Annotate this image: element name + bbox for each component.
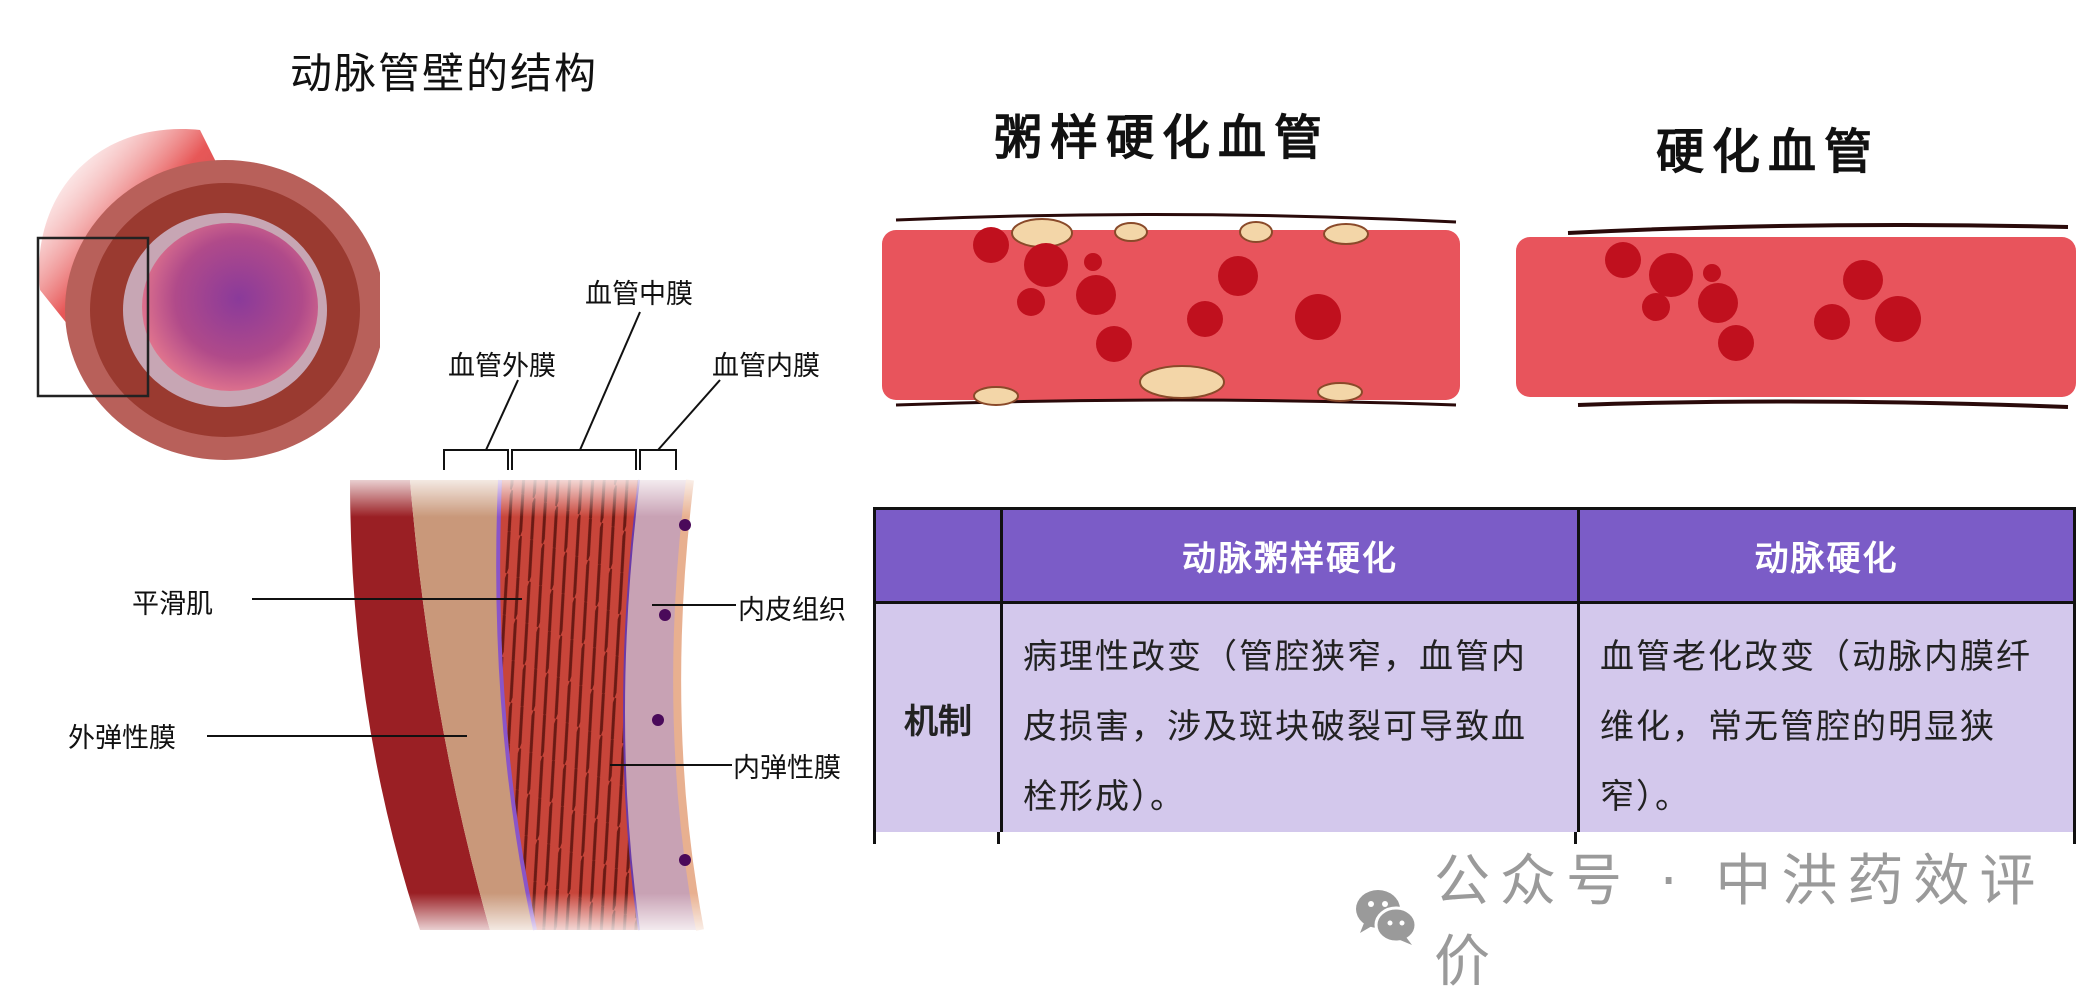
table-header-empty [876,510,1000,601]
anatomy-title: 动脉管壁的结构 [290,49,599,98]
leader-endothelium [652,604,736,606]
leader-external-elastic [207,735,467,737]
table-header-atherosclerosis: 动脉粥样硬化 [1000,510,1577,601]
atherosclerotic-vessel-illustration [876,210,1466,410]
table-border-tail [997,832,1000,844]
label-external-elastic: 外弹性膜 [68,723,176,754]
table-row-label-mechanism: 机制 [876,601,1000,832]
wechat-icon [1354,887,1418,947]
leader-internal-elastic [610,764,732,766]
artery-cross-section [20,110,380,470]
comparison-table: 动脉粥样硬化 动脉硬化 机制 病理性改变（管腔狭窄，血管内皮损害，涉及斑块破裂可… [873,507,2076,832]
table-cell-arteriosclerosis-mechanism: 血管老化改变（动脉内膜纤维化，常无管腔的明显狭窄）。 [1577,601,2073,832]
panel-title-sclerotic: 硬化血管 [1656,124,1881,180]
panel-title-atherosclerotic: 粥样硬化血管 [994,110,1331,166]
table-border-tail [1574,832,1577,844]
table-border-tail [2073,832,2076,844]
label-internal-elastic: 内弹性膜 [733,753,841,784]
table-border-tail [873,832,876,844]
artery-wall-slice [340,470,740,940]
layer-brackets [430,300,750,480]
label-smooth-muscle: 平滑肌 [132,589,213,620]
label-endothelium: 内皮组织 [738,595,846,626]
label-adventitia: 血管外膜 [448,351,556,382]
watermark-text: 公众号 · 中洪药效评价 [1434,849,2046,995]
label-intima: 血管内膜 [712,351,820,382]
watermark: 公众号 · 中洪药效评价 [1354,836,2096,998]
sclerotic-vessel-illustration [1508,215,2083,415]
leader-smooth-muscle [252,598,522,600]
table-cell-atherosclerosis-mechanism: 病理性改变（管腔狭窄，血管内皮损害，涉及斑块破裂可导致血栓形成）。 [1000,601,1577,832]
table-header-arteriosclerosis: 动脉硬化 [1577,510,2073,601]
label-media: 血管中膜 [585,279,693,310]
